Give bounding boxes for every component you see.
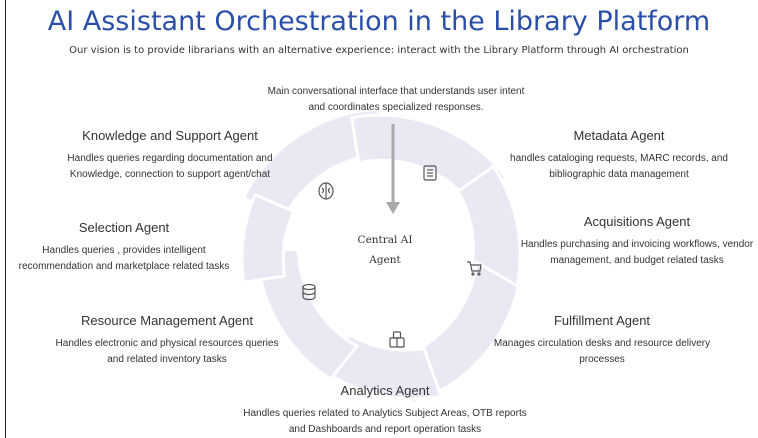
page-title: AI Assistant Orchestration in the Librar… <box>47 6 711 37</box>
cart-icon <box>467 261 482 276</box>
ring-segment-selection <box>240 192 296 285</box>
resource-agent-description: Handles electronic and physical resource… <box>55 338 279 365</box>
selection-agent-description: Handles queries , provides intelligent r… <box>18 245 230 272</box>
acquisitions-agent-description: Handles purchasing and invoicing workflo… <box>520 239 754 266</box>
central-agent-circle <box>338 186 452 300</box>
knowledge-agent-block: Knowledge and Support Agent Handles quer… <box>58 128 282 183</box>
resource-agent-block: Resource Management Agent Handles electr… <box>50 313 284 368</box>
selection-agent-block: Selection Agent Handles queries , provid… <box>8 220 240 275</box>
ring-segment-knowledge <box>241 107 384 221</box>
fulfillment-agent-block: Fulfillment Agent Manages circulation de… <box>492 313 712 368</box>
fulfillment-agent-title: Fulfillment Agent <box>553 313 651 328</box>
analytics-agent-block: Analytics Agent Handles queries related … <box>240 383 530 438</box>
metadata-agent-description: handles cataloging requests, MARC record… <box>510 153 728 180</box>
analytics-agent-description: Handles queries related to Analytics Sub… <box>243 408 527 435</box>
ring-segment-metadata <box>350 113 509 199</box>
metadata-agent-block: Metadata Agent handles cataloging reques… <box>498 128 740 183</box>
metadata-agent-title: Metadata Agent <box>573 128 665 143</box>
fulfillment-agent-description: Manages circulation desks and resource d… <box>493 338 711 365</box>
knowledge-agent-description: Handles queries regarding documentation … <box>67 153 273 180</box>
frame-left-border <box>5 0 6 438</box>
down-arrow-icon <box>386 124 400 214</box>
central-agent-description: Main conversational interface that under… <box>267 86 525 113</box>
brain-icon <box>318 182 334 200</box>
package-icon <box>389 331 405 348</box>
central-agent-label-line1: Central AI <box>358 234 413 246</box>
resource-agent-title: Resource Management Agent <box>81 313 253 328</box>
acquisitions-agent-block: Acquisitions Agent Handles purchasing an… <box>518 214 756 269</box>
selection-agent-title: Selection Agent <box>78 220 170 235</box>
database-icon <box>302 283 316 301</box>
knowledge-agent-title: Knowledge and Support Agent <box>82 128 258 143</box>
agent-ring <box>240 107 522 406</box>
book-icon <box>423 165 437 181</box>
analytics-agent-title: Analytics Agent <box>340 383 430 398</box>
acquisitions-agent-title: Acquisitions Agent <box>583 214 691 229</box>
page-subtitle: Our vision is to provide librarians with… <box>69 45 689 56</box>
central-agent-label-line2: Agent <box>368 254 401 266</box>
